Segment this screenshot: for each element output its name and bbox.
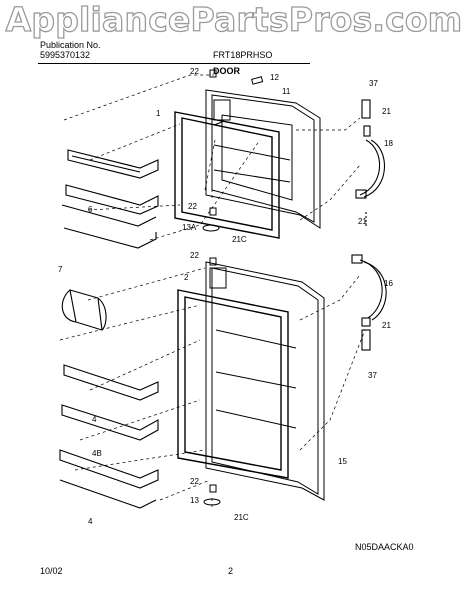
watermark: AppliancePartsPros.com [5, 0, 463, 40]
footer-page: 2 [228, 566, 234, 576]
callout-6: 6 [88, 205, 93, 214]
footer-date: 10/02 [40, 566, 63, 576]
fresh-food-handle-assembly [351, 254, 387, 351]
callout-4-b: 4 [88, 517, 93, 526]
freezer-door-gasket [174, 111, 280, 239]
callout-21-c: 21 [382, 321, 391, 330]
callout-18: 18 [384, 139, 393, 148]
callout-22: 22 [190, 67, 199, 76]
publication-label: Publication No. [40, 40, 101, 50]
section-title: DOOR [213, 66, 240, 76]
callout-4b: 4B [92, 449, 102, 458]
callout-21c: 21C [232, 235, 247, 244]
header-rule [38, 63, 310, 64]
callout-21-a: 21 [382, 107, 391, 116]
freezer-door-liner [205, 89, 321, 229]
leader-lines [59, 74, 366, 510]
callout-37-top: 37 [369, 79, 378, 88]
callout-22-b: 22 [188, 202, 197, 211]
callout-21-b: 21 [358, 217, 367, 226]
callout-37-bottom: 37 [368, 371, 377, 380]
screws [202, 69, 264, 506]
fresh-food-door-gasket [177, 289, 289, 479]
callout-2: 2 [184, 273, 189, 282]
callout-15: 15 [338, 457, 347, 466]
callout-7: 7 [58, 265, 63, 274]
callout-13a: 13A [182, 223, 197, 232]
callout-12: 12 [270, 73, 279, 82]
callout-22-d: 22 [190, 477, 199, 486]
callout-13: 13 [190, 496, 199, 505]
callout-16: 16 [384, 279, 393, 288]
callout-11: 11 [282, 87, 291, 96]
fresh-food-door-liner [205, 261, 325, 501]
dairy-door [61, 289, 107, 331]
callout-1: 1 [156, 109, 161, 118]
fresh-food-shelves [59, 364, 159, 509]
callout-22-c: 22 [190, 251, 199, 260]
diagram-code: N05DAACKA0 [355, 542, 414, 552]
freezer-handle-assembly [355, 99, 385, 226]
callout-21c-b: 21C [234, 513, 249, 522]
model-number: FRT18PRHSO [213, 50, 273, 60]
publication-number: 5995370132 [40, 50, 91, 60]
callout-4-a: 4 [92, 415, 97, 424]
freezer-shelves [61, 149, 159, 249]
callouts: 22 12 11 37 21 18 1 6 22 13A 21 21C 22 2… [58, 67, 393, 526]
